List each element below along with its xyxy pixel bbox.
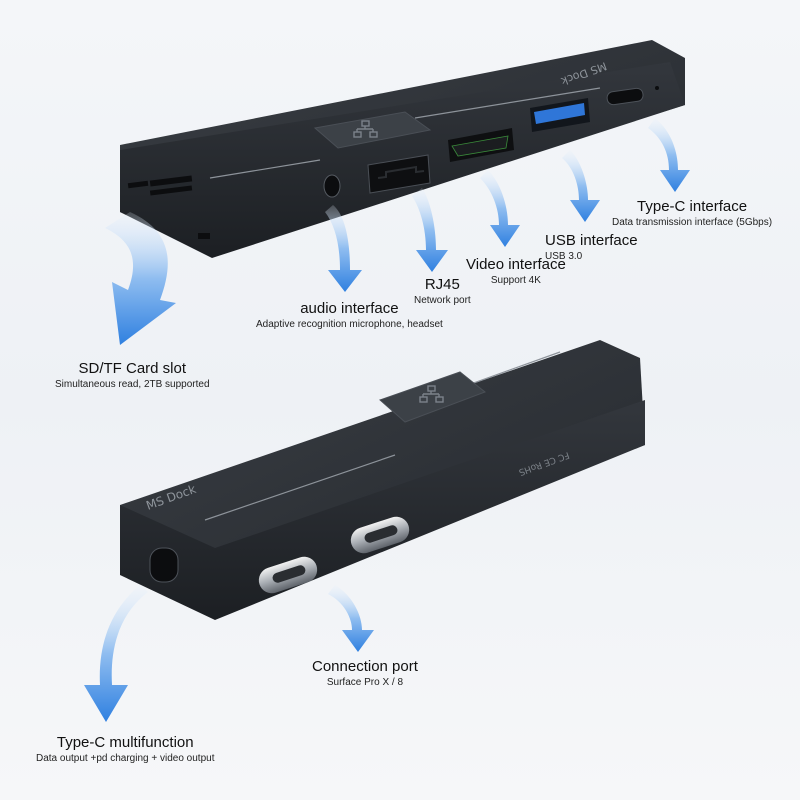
label-title: Video interface xyxy=(466,256,566,273)
hub-top-view: MS Dock xyxy=(120,40,685,258)
label-title: Type-C interface xyxy=(637,198,748,215)
typec-multifunction-port xyxy=(149,547,179,583)
arrow-audio xyxy=(325,205,362,292)
connector-plug-right xyxy=(350,516,410,554)
label-sd-card: SD/TF Card slot Simultaneous read, 2TB s… xyxy=(55,360,210,392)
arrow-usb xyxy=(562,150,600,222)
arrow-typec-multi xyxy=(84,585,148,722)
network-icon xyxy=(419,385,444,403)
label-subtitle: Support 4K xyxy=(490,275,541,286)
label-title: Type-C multifunction xyxy=(56,734,194,751)
edge-highlight xyxy=(204,454,396,521)
hub-bottom-view: MS Dock FC CE RoHS xyxy=(120,340,645,620)
edge-highlight xyxy=(414,87,601,119)
arrow-rj45 xyxy=(412,188,448,272)
label-rj45: RJ45 Network port xyxy=(414,276,471,308)
rj45-port xyxy=(367,154,431,194)
arrow-video xyxy=(480,170,520,247)
usb-c-port xyxy=(606,87,644,106)
label-audio: audio interface Adaptive recognition mic… xyxy=(256,300,443,332)
edge-highlight xyxy=(209,159,321,179)
callout-arrows-bottom xyxy=(84,585,374,722)
label-title: SD/TF Card slot xyxy=(78,360,187,377)
callout-arrows-top xyxy=(105,118,690,345)
label-subtitle: Data transmission interface (5Gbps) xyxy=(612,217,773,228)
label-title: USB interface xyxy=(545,232,638,249)
hdmi-port xyxy=(448,128,514,162)
hub-bottom-front xyxy=(120,400,645,620)
network-plate-bottom xyxy=(379,371,486,423)
arrow-sd-card xyxy=(105,212,176,345)
label-usb: USB interface USB 3.0 xyxy=(545,232,638,264)
label-subtitle: USB 3.0 xyxy=(545,251,583,262)
label-title: RJ45 xyxy=(424,276,460,293)
edge-highlight xyxy=(467,351,561,386)
label-subtitle: Data output +pd charging + video output xyxy=(36,753,215,764)
label-subtitle: Surface Pro X / 8 xyxy=(326,677,404,688)
network-icon xyxy=(353,120,378,138)
usb-a-port xyxy=(530,98,590,132)
label-subtitle: Simultaneous read, 2TB supported xyxy=(55,379,210,390)
label-title: audio interface xyxy=(300,300,399,317)
audio-jack-port xyxy=(323,174,341,198)
arrow-typec xyxy=(648,118,690,192)
label-title: Connection port xyxy=(312,658,418,675)
label-typec-multi: Type-C multifunction Data output +pd cha… xyxy=(36,734,214,766)
label-subtitle: Network port xyxy=(414,295,471,306)
indicator-led xyxy=(655,86,659,90)
connector-plug-left xyxy=(258,556,318,594)
arrow-connection xyxy=(328,585,374,652)
label-typec: Type-C interface Data transmission inter… xyxy=(612,198,772,230)
label-connection: Connection port Surface Pro X / 8 xyxy=(312,658,418,690)
sd-card-slot xyxy=(127,175,210,239)
label-subtitle: Adaptive recognition microphone, headset xyxy=(256,319,443,330)
hub-bottom-surface xyxy=(120,340,645,590)
label-video: Video interface Support 4K xyxy=(466,256,566,288)
